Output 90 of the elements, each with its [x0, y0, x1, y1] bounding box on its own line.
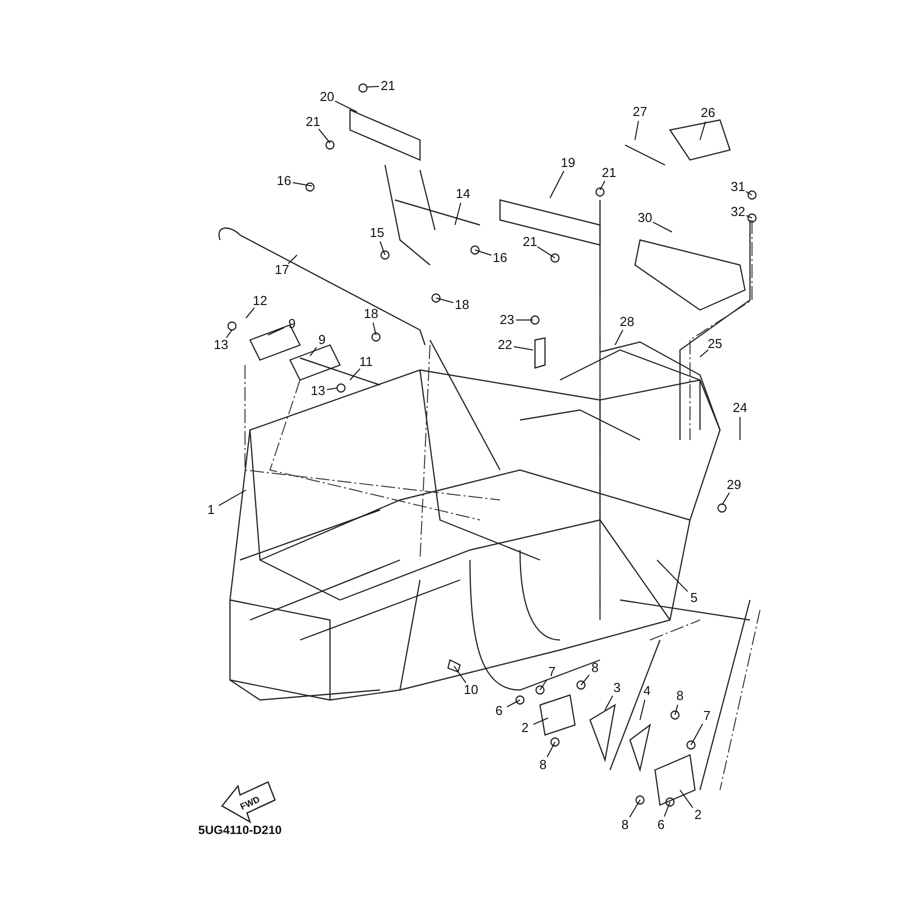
direction-label: FWD — [238, 793, 262, 814]
leader-line — [546, 742, 556, 758]
leader-line — [722, 492, 730, 506]
callout-number: 6 — [495, 704, 503, 718]
leader-line — [537, 246, 556, 258]
callout-number: 28 — [620, 315, 634, 329]
leader-line — [746, 215, 752, 218]
leader-line — [318, 128, 330, 144]
callout-number: 18 — [364, 307, 378, 321]
callout-number: 19 — [560, 156, 576, 170]
leader-line — [334, 100, 358, 112]
callout-number: 15 — [370, 226, 384, 240]
callout-number: 27 — [632, 105, 648, 119]
callout-number: 9 — [288, 317, 296, 331]
leader-line — [674, 704, 678, 716]
leader-line — [550, 170, 564, 198]
leader-line — [690, 723, 704, 746]
callout-number: 8 — [621, 818, 629, 832]
callout-number: 21 — [602, 166, 616, 180]
leader-line — [540, 679, 548, 690]
leader-line — [700, 349, 709, 358]
leader-line — [580, 674, 590, 686]
leader-line — [350, 368, 361, 380]
leader-line — [664, 802, 670, 818]
callout-number: 8 — [676, 689, 684, 703]
leader-line — [614, 329, 624, 346]
callout-number: 6 — [657, 818, 665, 832]
callout-number: 30 — [638, 211, 652, 225]
leader-line — [652, 222, 672, 232]
leader-line — [218, 490, 246, 506]
leader-line — [372, 322, 376, 336]
leader-line — [532, 718, 548, 725]
callout-number: 18 — [454, 298, 470, 312]
leader-line — [600, 180, 606, 190]
callout-number: 7 — [548, 665, 556, 679]
callout-number: 31 — [730, 180, 746, 194]
callout-number: 22 — [498, 338, 512, 352]
callout-number: 13 — [310, 384, 326, 398]
leader-line — [656, 560, 688, 592]
callout-number: 7 — [703, 709, 711, 723]
leader-line — [680, 790, 694, 808]
leader-line — [506, 700, 520, 708]
callout-number: 17 — [274, 263, 290, 277]
leader-line — [366, 86, 380, 88]
leader-line — [474, 250, 492, 256]
callout-number: 16 — [276, 174, 292, 188]
leader-line — [292, 182, 312, 186]
callout-number: 1 — [207, 503, 215, 517]
callout-number: 8 — [539, 758, 547, 772]
callout-number: 21 — [522, 235, 538, 249]
callout-number: 12 — [252, 294, 268, 308]
leader-line — [640, 699, 646, 720]
callout-number: 21 — [380, 79, 396, 93]
callout-number: 26 — [700, 106, 716, 120]
leader-line — [246, 307, 255, 318]
callout-number: 20 — [320, 90, 334, 104]
leader-line — [436, 298, 454, 304]
leader-line — [454, 666, 466, 684]
drawing-code: 5UG4110-D210 — [198, 823, 282, 837]
callout-number: 24 — [732, 401, 748, 415]
leader-line — [310, 346, 318, 356]
callout-number: 4 — [643, 684, 651, 698]
callout-number: 14 — [456, 187, 470, 201]
callout-number: 32 — [730, 205, 746, 219]
callout-number: 9 — [318, 333, 326, 347]
callout-number: 23 — [500, 313, 514, 327]
leader-line — [700, 121, 706, 140]
leader-line — [454, 202, 462, 226]
leader-line — [380, 240, 386, 256]
leader-line — [326, 388, 338, 390]
callout-number: 5 — [690, 591, 698, 605]
callout-number: 29 — [726, 478, 742, 492]
callout-number: 16 — [492, 251, 508, 265]
leader-line — [513, 346, 534, 350]
leader-line — [268, 327, 284, 336]
callout-number: 10 — [464, 683, 478, 697]
callout-number: 21 — [306, 115, 320, 129]
leader-line — [226, 330, 232, 338]
leader-line — [745, 190, 752, 196]
leader-line — [288, 254, 298, 264]
callout-number: 25 — [708, 337, 722, 351]
callout-number: 2 — [521, 721, 529, 735]
leader-line — [634, 120, 639, 140]
leader-line — [629, 800, 640, 818]
callout-number: 8 — [591, 661, 599, 675]
callout-number: 13 — [214, 338, 228, 352]
leader-line — [604, 695, 614, 710]
callout-number: 3 — [613, 681, 621, 695]
callout-number: 11 — [359, 355, 373, 369]
callout-number: 2 — [694, 808, 702, 822]
